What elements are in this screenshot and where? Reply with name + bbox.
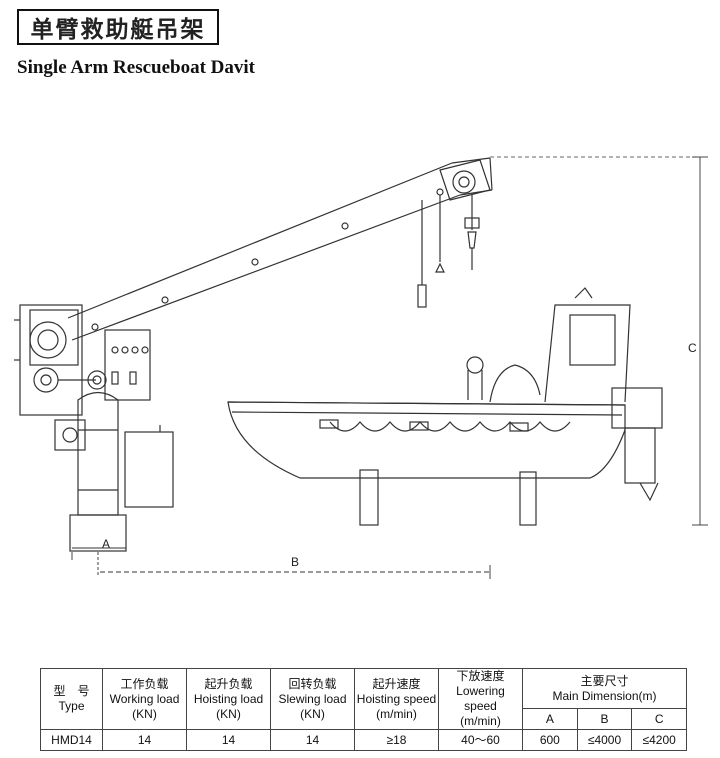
dimension-lines <box>71 156 708 579</box>
dim-label-b: B <box>291 555 299 569</box>
pedestal <box>54 391 174 552</box>
english-title: Single Arm Rescueboat Davit <box>17 57 256 78</box>
jib-arm <box>67 157 493 341</box>
dim-label-c: C <box>688 341 697 355</box>
chinese-title: 单臂救助艇吊架 <box>17 9 219 45</box>
rescue-boat <box>227 287 663 526</box>
winch-housing <box>14 304 107 416</box>
cell-hoisting-speed: ≥18 <box>354 729 439 751</box>
cell-lowering-speed: 40～60 <box>438 729 523 751</box>
control-panel <box>104 329 151 401</box>
table-row: HMD14 14 14 14 ≥18 40～60 600 ≤4000 ≤4200 <box>40 729 687 751</box>
cell-type: HMD14 <box>40 729 103 751</box>
cell-main-dimension: 600 ≤4000 ≤4200 <box>522 729 687 751</box>
cell-working-load: 14 <box>102 729 187 751</box>
cell-slewing-load: 14 <box>270 729 355 751</box>
davit-drawing: A B C <box>14 156 708 579</box>
dim-label-a: A <box>102 537 110 551</box>
cell-hoisting-load: 14 <box>186 729 271 751</box>
hook-assembly <box>417 195 480 308</box>
